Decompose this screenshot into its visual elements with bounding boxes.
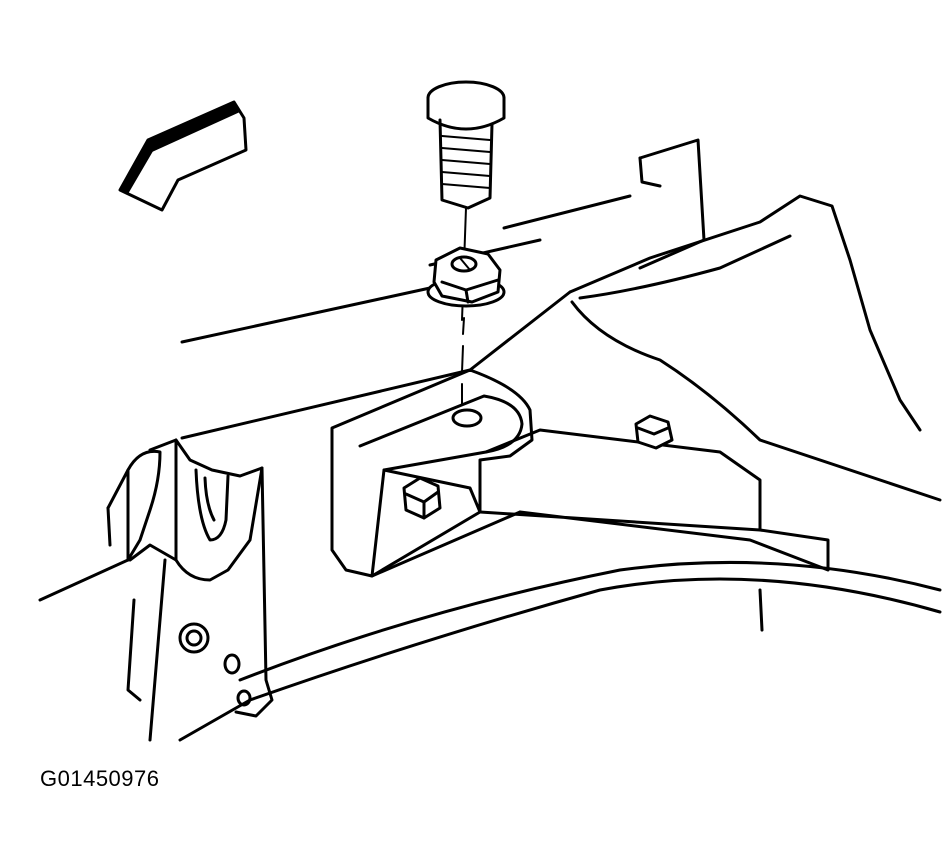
flange-nut-icon: [426, 246, 506, 308]
mount-bracket: [330, 368, 830, 578]
bracket-bolt-left: [402, 476, 442, 520]
direction-arrow-icon: [118, 100, 248, 212]
frame-rail: [38, 138, 706, 602]
figure-id-label: G01450976: [40, 766, 160, 791]
crossmember: [178, 194, 942, 742]
slotted-plate: [106, 438, 274, 742]
alignment-centerline: [461, 317, 465, 405]
bracket-bolt-right: [634, 414, 674, 450]
